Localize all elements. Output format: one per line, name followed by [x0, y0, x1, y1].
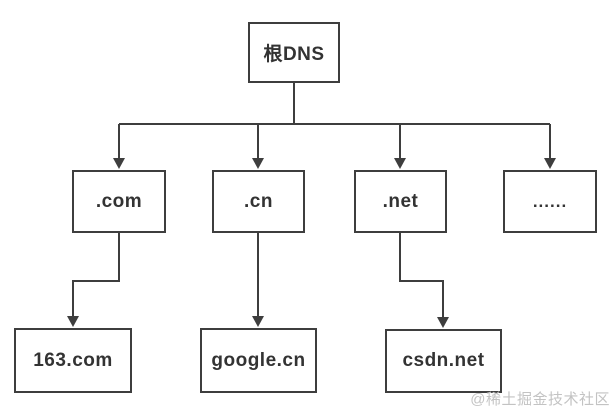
node-tld-net: .net	[354, 170, 447, 233]
node-domain-csdnnet-label: csdn.net	[402, 350, 485, 371]
arrowhead-google	[252, 316, 264, 327]
node-domain-csdnnet: csdn.net	[385, 329, 502, 393]
connector-net-to-csdn	[399, 233, 444, 318]
arrowhead-csdn	[437, 317, 449, 328]
arrowhead-net	[394, 158, 406, 169]
arrowhead-163	[67, 316, 79, 327]
node-root-dns: 根DNS	[248, 22, 340, 83]
node-root-dns-label: 根DNS	[263, 44, 325, 65]
node-domain-163com: 163.com	[14, 328, 132, 393]
arrowhead-com	[113, 158, 125, 169]
watermark-juejin-community: @稀土掘金技术社区	[470, 391, 610, 408]
connector-com-to-163	[72, 233, 120, 317]
node-domain-163com-label: 163.com	[33, 349, 113, 371]
node-tld-com-label: .com	[95, 190, 143, 212]
node-domain-googlecn: google.cn	[200, 328, 317, 393]
node-tld-cn-label: .cn	[244, 190, 273, 212]
node-tld-com: .com	[72, 170, 166, 233]
node-tld-cn: .cn	[212, 170, 305, 233]
arrowhead-more	[544, 158, 556, 169]
node-domain-googlecn-label: google.cn	[211, 349, 306, 371]
node-tld-net-label: .net	[382, 190, 419, 212]
arrowhead-cn	[252, 158, 264, 169]
node-tld-ellipsis: ......	[503, 170, 597, 233]
node-tld-ellipsis-label: ......	[532, 191, 568, 211]
